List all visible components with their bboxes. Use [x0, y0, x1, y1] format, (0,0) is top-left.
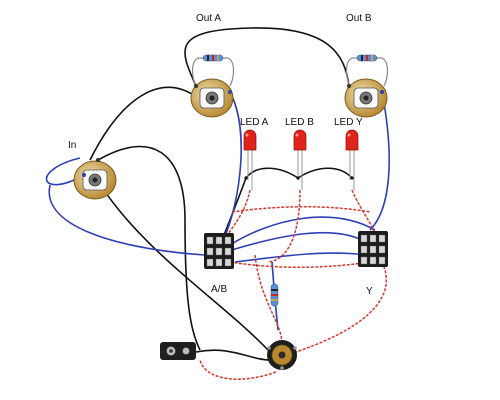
wire-black-in-dcjack — [97, 145, 201, 351]
resistor-out-b — [345, 54, 389, 87]
label-switch-ab: A/B — [211, 284, 228, 295]
label-out-a: Out A — [196, 13, 222, 24]
label-switch-y: Y — [366, 286, 373, 297]
led-b — [293, 129, 307, 190]
resistor-dc — [270, 283, 279, 307]
wire-blue-outa-swab — [224, 91, 242, 237]
jack-in — [73, 158, 117, 200]
dc-power-jack — [267, 340, 297, 370]
wire-black-led-bus — [245, 167, 353, 179]
label-led-y: LED Y — [334, 117, 363, 128]
wire-blue-swab-swy-2 — [234, 252, 366, 263]
label-led-a: LED A — [240, 117, 269, 128]
label-in: In — [68, 140, 77, 151]
wire-red-dc-battery — [199, 359, 277, 380]
wire-red-swy-dc — [295, 261, 388, 353]
switch-y — [358, 231, 388, 267]
wire-red-ledA-sw — [219, 189, 251, 246]
wire-black-outa-outb — [184, 27, 350, 87]
led-y — [345, 129, 359, 190]
led-a — [243, 129, 257, 190]
wire-blue-outb-swy — [369, 91, 390, 231]
resistor-out-a — [191, 54, 235, 87]
label-led-b: LED B — [285, 117, 314, 128]
jack-out-a — [190, 78, 234, 118]
wire-black-outa-in — [89, 86, 199, 161]
wire-red-swab-swy — [229, 261, 371, 268]
wire-junctions — [244, 176, 354, 180]
wire-red-loop — [254, 254, 283, 343]
wire-black-in-switch — [95, 177, 269, 351]
wire-blue-swab-swy-3 — [229, 216, 376, 246]
battery-clip — [160, 342, 196, 360]
wire-red-bus — [231, 206, 371, 213]
wire-blue-in-swab — [48, 184, 206, 256]
wire-blue-swab-swy-1 — [224, 231, 363, 253]
switch-ab — [204, 233, 234, 269]
blue-wires — [45, 91, 390, 331]
jack-out-b — [344, 78, 388, 118]
black-wires — [89, 27, 353, 361]
wire-blue-in-outa — [45, 157, 85, 186]
wire-black-battery-dc — [195, 349, 271, 361]
wire-red-ledB-sw — [267, 189, 301, 263]
label-out-b: Out B — [346, 13, 372, 24]
